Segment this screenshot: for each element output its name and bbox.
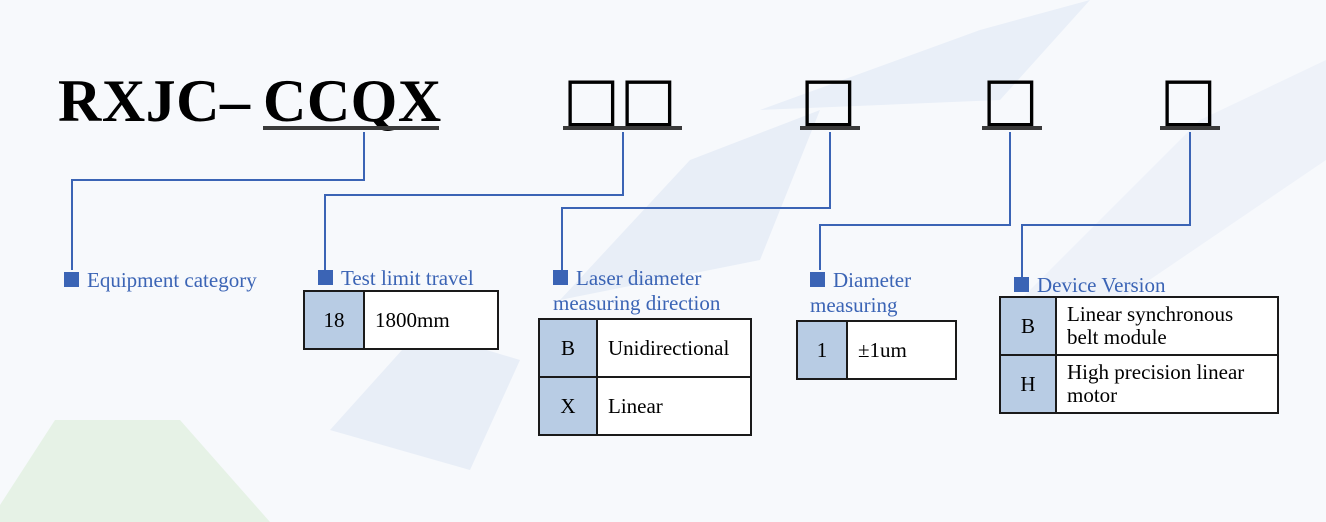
option-code: 1 <box>796 320 848 380</box>
connector-laser-direction <box>561 132 831 270</box>
option-desc: High precision linear motor <box>1055 354 1279 414</box>
label-equipment-category: Equipment category <box>64 268 257 293</box>
table-row: X Linear <box>538 376 752 436</box>
slot-version-glyph: □ <box>1160 64 1217 134</box>
connector-device-version <box>1021 132 1191 278</box>
connector-test-limit-travel <box>324 132 624 270</box>
bullet-square-icon <box>318 270 333 285</box>
option-desc: Linear <box>596 376 752 436</box>
label-device-version: Device Version <box>1014 273 1166 298</box>
bullet-square-icon <box>64 272 79 287</box>
option-desc: Unidirectional <box>596 318 752 378</box>
slot-diameter-glyph: □ <box>982 64 1039 134</box>
bullet-square-icon <box>553 270 568 285</box>
label-diameter-measuring: Diameter measuring <box>810 268 940 318</box>
table-test-limit-travel: 18 1800mm <box>303 290 499 350</box>
table-laser-direction: B Unidirectional X Linear <box>538 318 752 436</box>
label-test-limit-travel: Test limit travel <box>318 266 474 291</box>
option-code: B <box>538 318 598 378</box>
label-laser-direction-text: Laser diameter measuring direction <box>553 266 721 315</box>
label-equipment-category-text: Equipment category <box>87 268 257 292</box>
table-device-version: B Linear synchronous belt module H High … <box>999 296 1279 414</box>
option-code: B <box>999 296 1057 356</box>
label-device-version-text: Device Version <box>1037 273 1166 297</box>
option-desc: Linear synchronous belt module <box>1055 296 1279 356</box>
table-row: B Linear synchronous belt module <box>999 296 1279 356</box>
connector-equipment-category <box>71 132 365 270</box>
table-diameter-measuring: 1 ±1um <box>796 320 957 380</box>
model-prefix: RXJC– <box>58 68 251 134</box>
option-desc: 1800mm <box>363 290 499 350</box>
slot-travel-1-glyph: □ <box>563 64 620 134</box>
slot-version-underline <box>1160 126 1220 130</box>
option-code: X <box>538 376 598 436</box>
bullet-square-icon <box>1014 277 1029 292</box>
label-laser-direction: Laser diameter measuring direction <box>553 266 753 316</box>
table-row: H High precision linear motor <box>999 354 1279 414</box>
model-category-code: CCQX <box>263 68 442 134</box>
table-row: 18 1800mm <box>303 290 499 350</box>
connector-diameter-measuring <box>819 132 1011 270</box>
slot-direction-glyph: □ <box>800 64 857 134</box>
option-code: H <box>999 354 1057 414</box>
slot-direction-underline <box>800 126 860 130</box>
option-code: 18 <box>303 290 365 350</box>
slot-travel-underline <box>563 126 682 130</box>
slot-diameter-underline <box>982 126 1042 130</box>
slot-travel-2-glyph: □ <box>620 64 677 134</box>
bullet-square-icon <box>810 272 825 287</box>
option-desc: ±1um <box>846 320 957 380</box>
table-row: 1 ±1um <box>796 320 957 380</box>
table-row: B Unidirectional <box>538 318 752 378</box>
label-test-limit-travel-text: Test limit travel <box>341 266 474 290</box>
label-diameter-measuring-text: Diameter measuring <box>810 268 912 317</box>
category-code-underline <box>263 126 439 130</box>
